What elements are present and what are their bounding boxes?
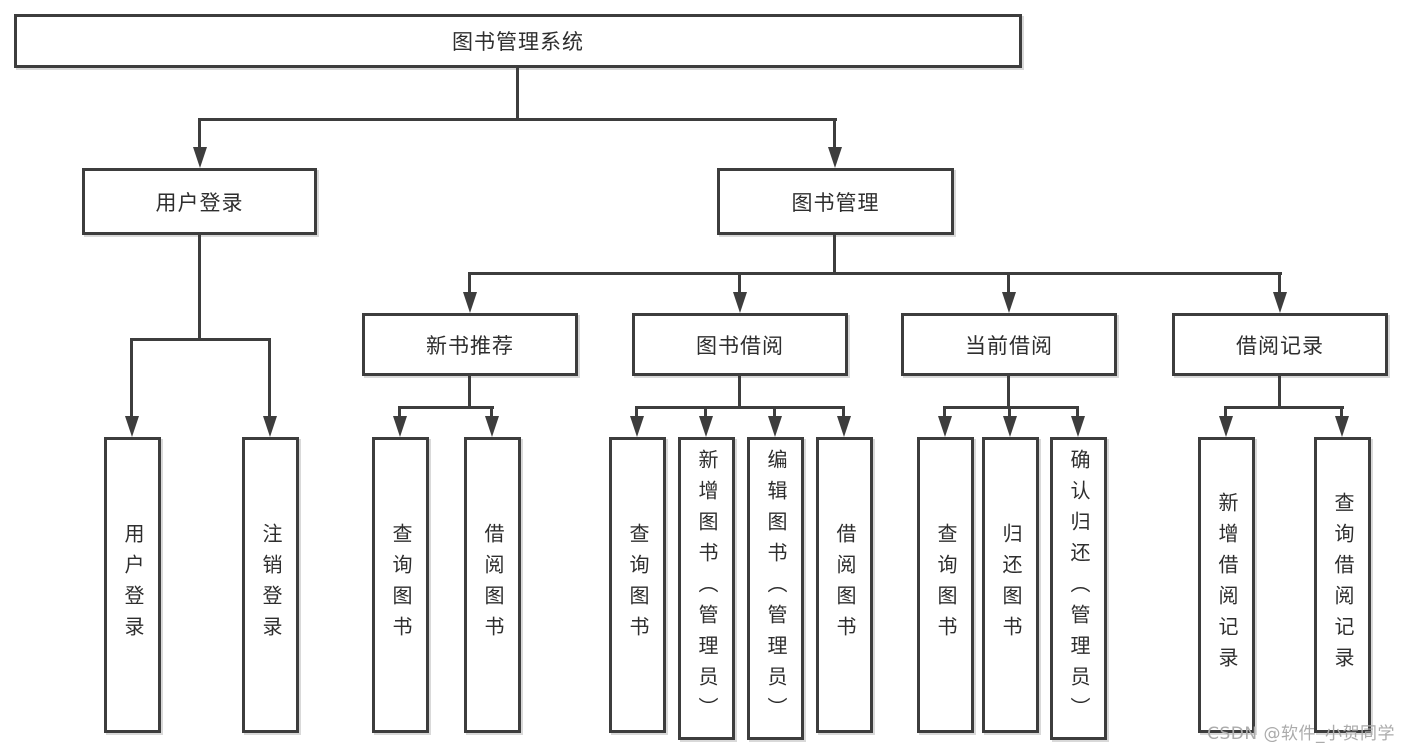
connector-shaft [1224,406,1227,419]
arrowhead-down-icon [938,416,952,437]
arrowhead-down-icon [463,292,477,313]
leaf-query-borrow-record: 查询借阅记录 [1314,437,1371,733]
connector-shaft [773,406,776,419]
connector-shaft [1076,406,1079,419]
node-label: 新书推荐 [426,333,514,358]
connector-shaft [1340,406,1343,419]
leaf-label: 注销登录 [259,523,283,647]
leaf-query-books-recommend: 查询图书 [372,437,429,733]
leaf-query-books-borrowing: 查询图书 [609,437,666,733]
connector-shaft [635,406,638,419]
node-label: 用户登录 [155,190,244,215]
connector-shaft [1278,272,1281,295]
arrowhead-down-icon [485,416,499,437]
connector-records-trunk [1278,376,1281,409]
node-book-borrowing: 图书借阅 [632,313,848,376]
node-new-book-recommend: 新书推荐 [362,313,578,376]
arrowhead-down-icon [630,416,644,437]
connector-book-mgmt-branch [468,272,1282,275]
connector-current-borrow-branch [943,406,1079,409]
connector-records-branch [1224,406,1344,409]
connector-user-login-branch [130,338,271,341]
arrowhead-down-icon [393,416,407,437]
node-borrowing-records: 借阅记录 [1172,313,1388,376]
connector-new-book-trunk [468,376,471,409]
leaf-label: 新增图书（管理员） [695,449,719,728]
arrowhead-down-icon [1071,416,1085,437]
arrowhead-down-icon [1003,416,1017,437]
leaf-label: 确认归还（管理员） [1067,449,1091,728]
connector-current-borrow-trunk [1007,376,1010,409]
node-library-management-system: 图书管理系统 [14,14,1022,68]
arrowhead-down-icon [837,416,851,437]
connector-shaft [943,406,946,419]
connector-shaft [468,272,471,295]
leaf-label: 新增借阅记录 [1215,492,1239,678]
arrowhead-down-icon [1219,416,1233,437]
leaf-return-books: 归还图书 [982,437,1039,733]
leaf-label: 借阅图书 [833,523,857,647]
connector-shaft [130,338,133,419]
connector-shaft [490,406,493,419]
connector-book-borrow-branch [635,406,845,409]
leaf-label: 用户登录 [121,523,145,647]
node-label: 图书管理系统 [452,30,584,54]
arrowhead-down-icon [768,416,782,437]
node-book-management: 图书管理 [717,168,954,235]
arrowhead-down-icon [263,416,277,437]
connector-shaft [833,118,836,152]
connector-shaft [198,118,201,152]
leaf-edit-book-admin: 编辑图书（管理员） [747,437,804,740]
connector-user-login-trunk [198,235,201,341]
node-label: 图书管理 [791,190,880,215]
leaf-confirm-return-admin: 确认归还（管理员） [1050,437,1107,740]
connector-book-mgmt-trunk [833,235,836,275]
connector-shaft [1008,406,1011,419]
leaf-label: 查询图书 [934,523,958,647]
leaf-label: 查询图书 [389,523,413,647]
arrowhead-down-icon [193,147,207,168]
arrowhead-down-icon [125,416,139,437]
connector-book-borrow-trunk [738,376,741,409]
connector-new-book-branch [398,406,494,409]
node-current-borrowing: 当前借阅 [901,313,1117,376]
leaf-user-login: 用户登录 [104,437,161,733]
leaf-label: 查询借阅记录 [1331,492,1355,678]
connector-shaft [738,272,741,295]
connector-root-branch [198,118,837,121]
leaf-logout: 注销登录 [242,437,299,733]
arrowhead-down-icon [1273,292,1287,313]
leaf-borrow-books-recommend: 借阅图书 [464,437,521,733]
connector-shaft [1007,272,1010,295]
connector-shaft [398,406,401,419]
node-label: 图书借阅 [696,333,784,358]
arrowhead-down-icon [733,292,747,313]
leaf-add-book-admin: 新增图书（管理员） [678,437,735,740]
leaf-label: 借阅图书 [481,523,505,647]
node-label: 当前借阅 [965,333,1053,358]
arrowhead-down-icon [1335,416,1349,437]
connector-shaft [842,406,845,419]
leaf-label: 归还图书 [999,523,1023,647]
leaf-label: 查询图书 [626,523,650,647]
connector-root-trunk [516,67,519,120]
leaf-query-books-current: 查询图书 [917,437,974,733]
arrowhead-down-icon [828,147,842,168]
connector-shaft [704,406,707,419]
leaf-add-borrow-record: 新增借阅记录 [1198,437,1255,733]
leaf-borrow-books-borrowing: 借阅图书 [816,437,873,733]
arrowhead-down-icon [1002,292,1016,313]
watermark: CSDN @软件_小贺同学 [1207,724,1395,744]
arrowhead-down-icon [699,416,713,437]
leaf-label: 编辑图书（管理员） [764,449,788,728]
node-user-login-group: 用户登录 [82,168,317,235]
node-label: 借阅记录 [1236,333,1324,358]
connector-shaft [268,338,271,419]
